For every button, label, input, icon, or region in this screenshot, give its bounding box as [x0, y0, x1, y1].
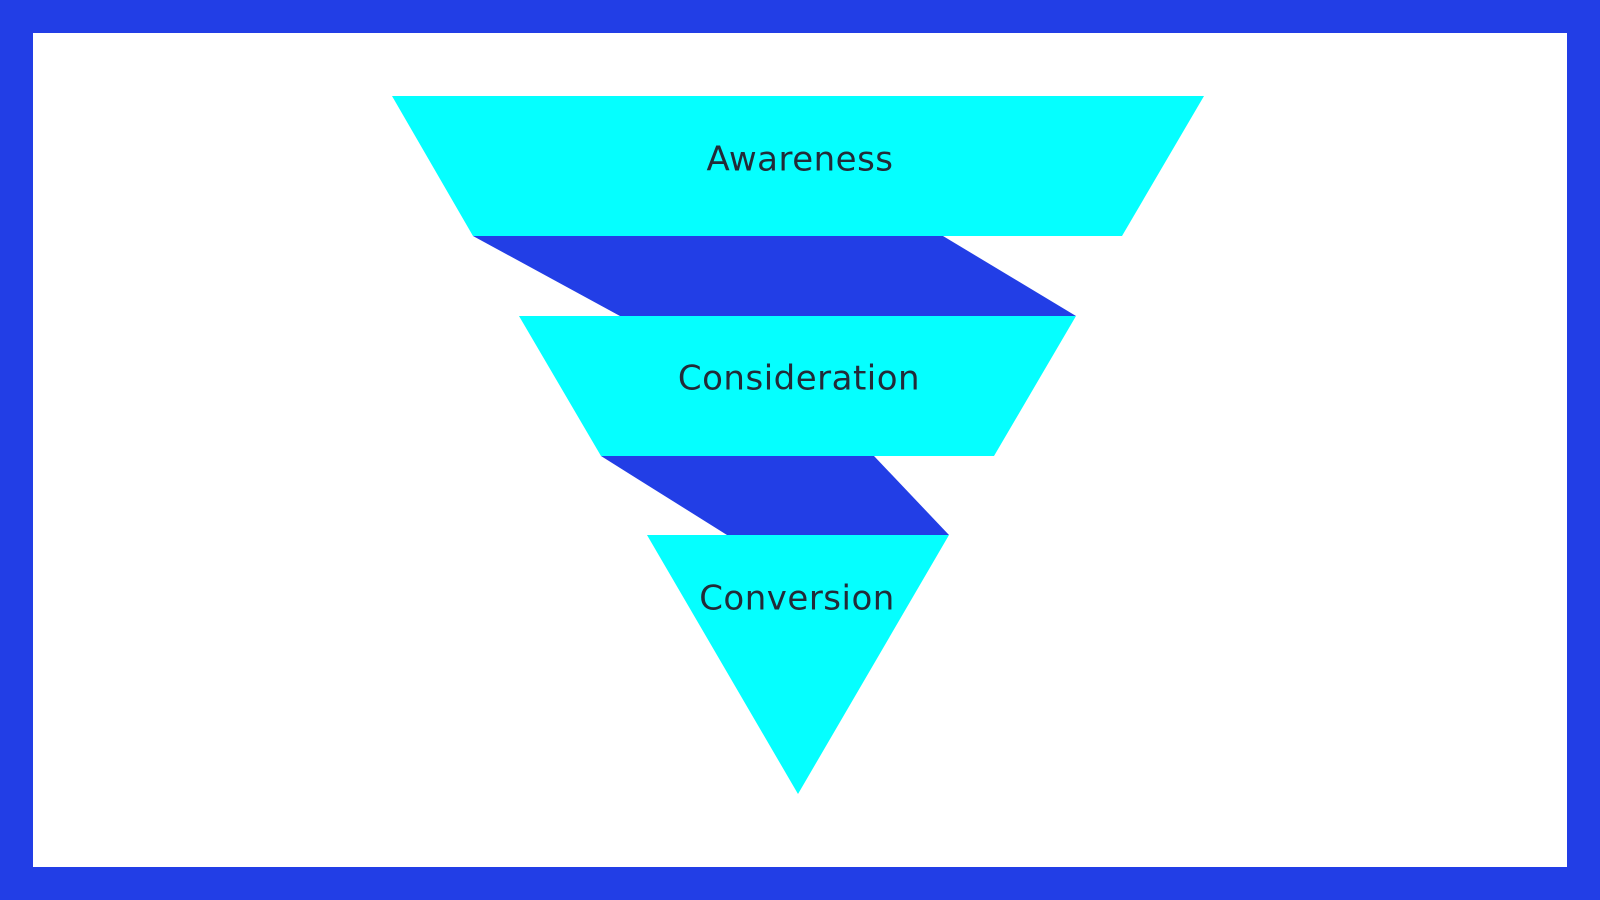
stage-label-awareness: Awareness [706, 140, 893, 180]
funnel-stage-consideration [519, 316, 1076, 456]
connector-band-1 [473, 236, 1076, 316]
connector-band-2 [601, 456, 949, 535]
funnel-stage-conversion [647, 535, 949, 794]
stage-label-consideration: Consideration [678, 359, 920, 399]
funnel-stage-awareness [392, 96, 1204, 236]
stage-label-conversion: Conversion [699, 579, 895, 619]
